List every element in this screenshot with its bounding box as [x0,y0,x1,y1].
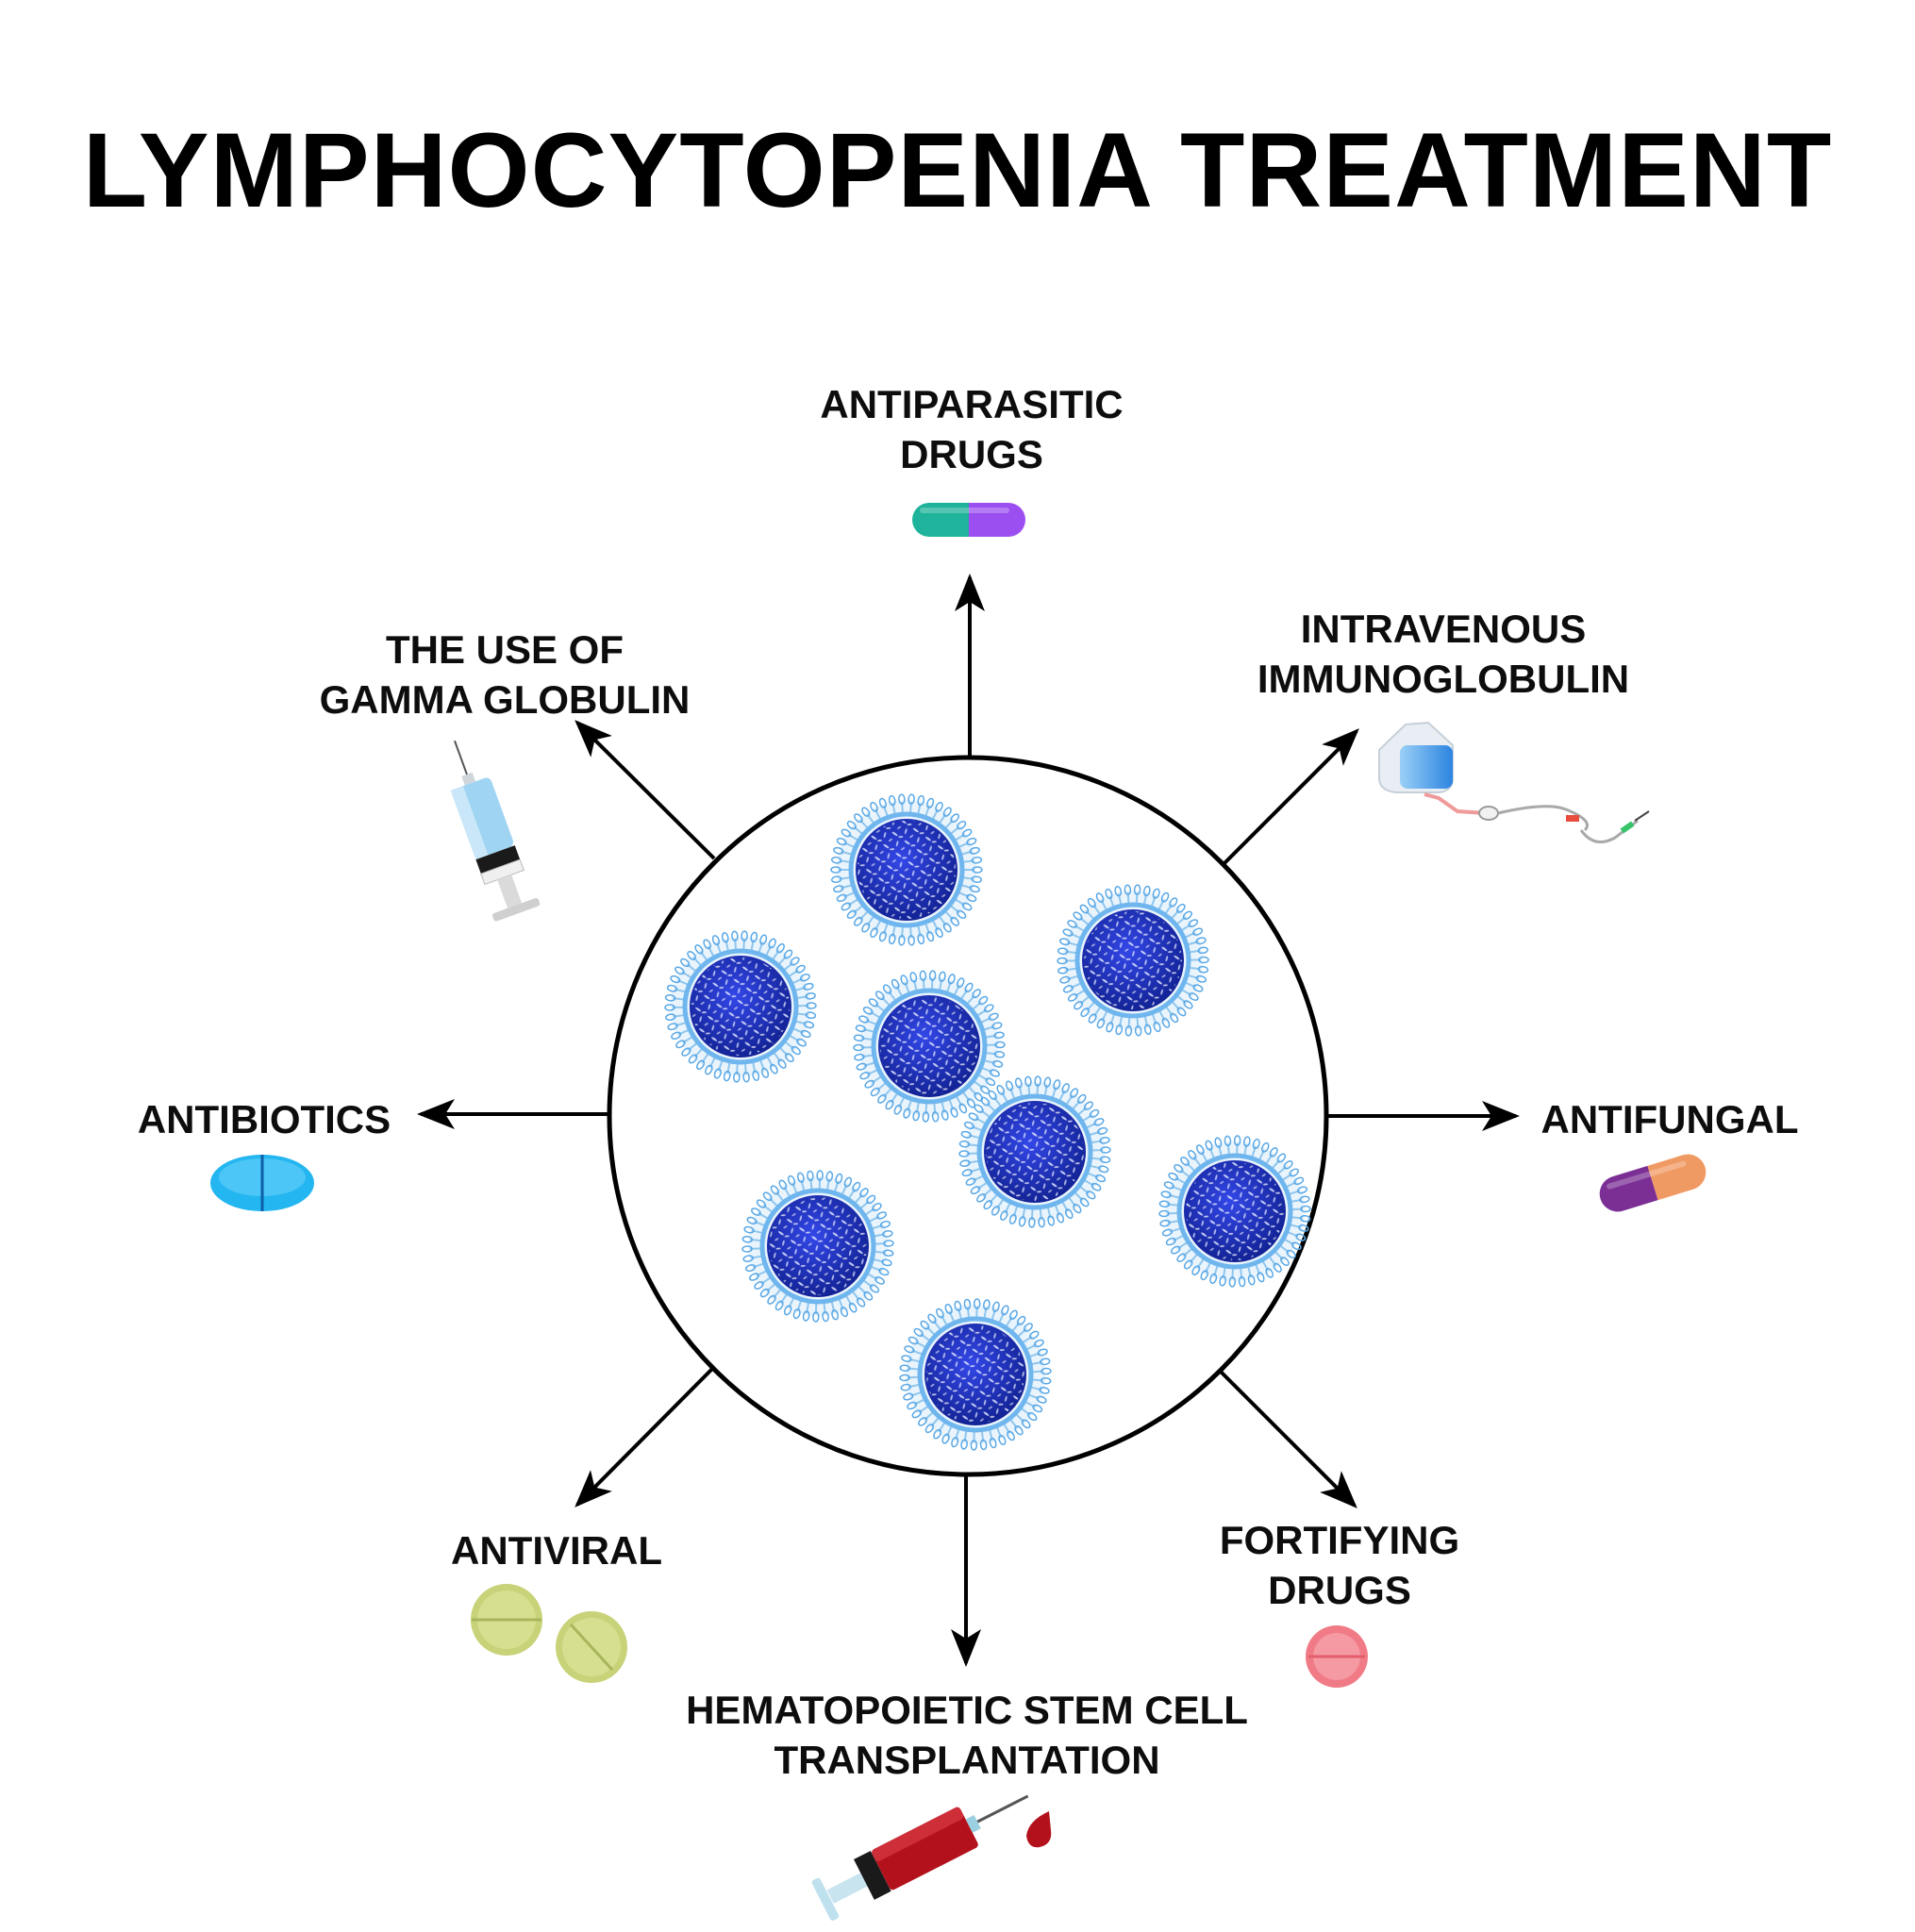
round-pill-icon [1306,1625,1368,1688]
syringe-icon [450,740,541,922]
label-antiparasitic: ANTIPARASITIC DRUGS [820,382,1124,476]
lymphocyte-group [664,793,1311,1451]
label-antiviral: ANTIVIRAL [451,1528,662,1573]
blood-drop-icon [1026,1811,1052,1848]
lymphocyte [1158,1135,1311,1288]
label-antifungal: ANTIFUNGAL [1540,1097,1799,1141]
arrow-antiviral [574,1366,715,1507]
capsule-icon [1599,1154,1707,1212]
lymphocyte [741,1170,894,1323]
lymphocyte [958,1075,1111,1228]
lymphocyte [853,970,1006,1123]
blood-syringe-icon [811,1794,1029,1921]
page-title: LYMPHOCYTOPENIA TREATMENT [82,111,1833,229]
tablets-icon [471,1584,627,1683]
label-fortifying: FORTIFYING DRUGS [1219,1518,1460,1612]
arrow-ivig [1220,728,1359,868]
lymphocyte [899,1298,1052,1451]
label-hsct: HEMATOPOIETIC STEM CELL TRANSPLANTATION [686,1688,1248,1782]
arrows [417,574,1520,1667]
oval-tablet-icon [210,1155,314,1211]
arrow-gamma [574,720,716,860]
iv-bag-icon [1378,721,1650,843]
label-ivig: INTRAVENOUS IMMUNOGLOBULIN [1257,607,1630,701]
lymphocyte [1057,884,1209,1037]
lymphocyte [830,793,983,946]
arrow-fortifying [1217,1368,1357,1508]
label-gamma: THE USE OF GAMMA GLOBULIN [319,627,691,722]
lymphocyte [664,930,817,1083]
label-antibiotics: ANTIBIOTICS [137,1097,391,1141]
capsule-icon [912,503,1025,537]
